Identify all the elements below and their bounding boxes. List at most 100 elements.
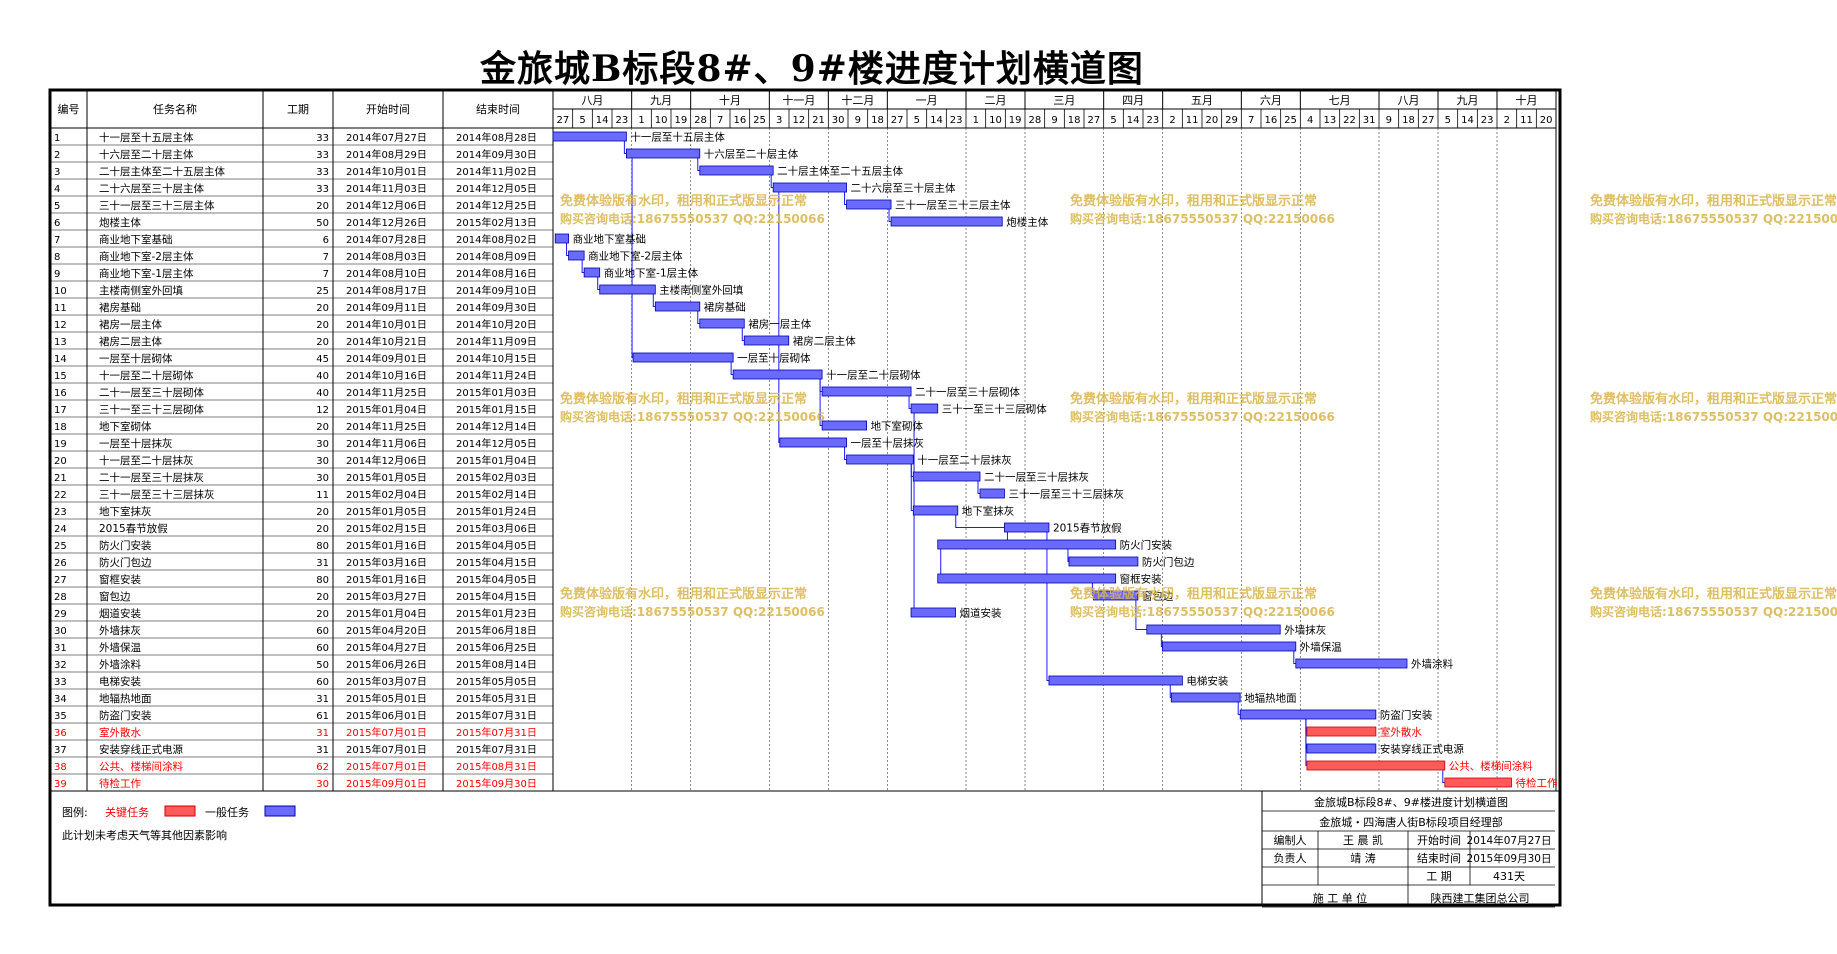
bar-label: 窗包边	[1142, 590, 1174, 603]
task-no: 35	[54, 711, 67, 722]
dependency-link	[697, 311, 700, 324]
watermark: 免费体验版有水印，租用和正式版显示正常 购买咨询电话:18675550537 QQ…	[560, 193, 1837, 619]
day-label: 5	[914, 115, 920, 126]
task-duration: 40	[316, 371, 329, 382]
day-label: 29	[1225, 115, 1238, 126]
task-no: 32	[54, 660, 67, 671]
task-name: 电梯安装	[99, 675, 141, 688]
task-end: 2015年02月03日	[456, 471, 537, 484]
watermark-line1: 免费体验版有水印，租用和正式版显示正常	[1590, 586, 1837, 602]
task-duration: 61	[316, 711, 329, 722]
task-name: 裙房一层主体	[99, 318, 162, 331]
dependency-link	[888, 209, 892, 222]
day-label: 9	[855, 115, 861, 126]
task-duration: 60	[316, 643, 329, 654]
task-start: 2015年01月04日	[346, 403, 427, 416]
info-title: 金旅城B标段8#、9#楼进度计划横道图	[1314, 795, 1508, 809]
task-end: 2015年01月03日	[456, 386, 537, 399]
day-label: 2	[1169, 115, 1175, 126]
day-label: 16	[733, 115, 746, 126]
task-name: 窗包边	[99, 590, 131, 603]
info-unit-label: 施 工 单 位	[1313, 891, 1368, 905]
day-label: 5	[1445, 115, 1451, 126]
task-duration: 60	[316, 626, 329, 637]
info-duration-label: 工 期	[1426, 870, 1452, 883]
month-label: 十一月	[782, 93, 815, 107]
month-label: 十二月	[841, 93, 874, 107]
day-label: 7	[1248, 115, 1254, 126]
day-label: 3	[776, 115, 782, 126]
task-name: 地下室砌体	[99, 420, 152, 433]
legend-note: 此计划未考虑天气等其他因素影响	[62, 828, 227, 842]
day-label: 18	[871, 115, 884, 126]
task-no: 25	[54, 541, 67, 552]
task-duration: 31	[316, 694, 329, 705]
header-start: 开始时间	[366, 102, 410, 116]
month-label: 四月	[1122, 94, 1144, 107]
task-bar	[732, 369, 823, 380]
task-duration: 50	[316, 218, 329, 229]
task-name: 商业地下室基础	[99, 233, 173, 246]
task-duration: 60	[316, 677, 329, 688]
day-label: 10	[989, 115, 1002, 126]
bar-label: 商业地下室基础	[573, 233, 647, 246]
task-end: 2015年08月31日	[456, 760, 537, 773]
day-label: 27	[891, 115, 904, 126]
task-end: 2014年12月14日	[456, 420, 537, 433]
task-bar	[583, 267, 601, 278]
dependency-link	[1293, 651, 1296, 664]
bar-label: 三十一层至三十三层主体	[895, 199, 1011, 212]
task-bar	[568, 250, 585, 261]
month-label: 八月	[581, 94, 603, 107]
bar-label: 裙房二层主体	[793, 335, 856, 348]
task-end: 2014年12月25日	[456, 199, 537, 212]
task-end: 2014年11月24日	[456, 369, 537, 382]
dependency-link	[741, 328, 745, 341]
task-end: 2014年10月15日	[456, 352, 537, 365]
task-no: 24	[54, 524, 67, 535]
task-name: 外墙保温	[99, 641, 141, 654]
day-label: 7	[717, 115, 723, 126]
task-no: 11	[54, 303, 67, 314]
task-start: 2014年10月16日	[346, 369, 427, 382]
watermark-line2: 购买咨询电话:18675550537 QQ:22150066	[560, 409, 825, 424]
task-name: 安装穿线正式电源	[99, 743, 183, 756]
task-bar	[1093, 590, 1139, 601]
task-name: 二十层主体至二十五层主体	[99, 165, 225, 178]
task-duration: 80	[316, 541, 329, 552]
info-start-label: 开始时间	[1417, 833, 1461, 847]
task-no: 9	[54, 269, 60, 280]
task-start: 2014年07月28日	[346, 233, 427, 246]
task-duration: 20	[316, 507, 329, 518]
watermark-line2: 购买咨询电话:18675550537 QQ:22150066	[560, 211, 825, 226]
task-start: 2015年04月27日	[346, 641, 427, 654]
task-start: 2014年08月03日	[346, 250, 427, 263]
bar-label: 二十层主体至二十五层主体	[777, 165, 903, 178]
legend-critical-swatch	[164, 805, 196, 817]
month-label: 三月	[1053, 94, 1075, 107]
watermark-line2: 购买咨询电话:18675550537 QQ:22150066	[1070, 409, 1335, 424]
task-duration: 11	[316, 490, 329, 501]
task-start: 2015年01月05日	[346, 471, 427, 484]
task-end: 2014年08月09日	[456, 250, 537, 263]
bar-label: 防火门安装	[1120, 539, 1173, 552]
gantt-bars: 十一层至十五层主体十六层至二十层主体二十层主体至二十五层主体二十六层至三十层主体…	[552, 131, 1558, 790]
month-label: 九月	[1457, 94, 1479, 107]
day-label: 4	[1307, 115, 1313, 126]
task-end: 2014年11月09日	[456, 335, 537, 348]
day-label: 30	[832, 115, 845, 126]
task-start: 2015年03月16日	[346, 556, 427, 569]
task-no: 2	[54, 150, 60, 161]
watermark-line1: 免费体验版有水印，租用和正式版显示正常	[1070, 586, 1317, 602]
task-end: 2015年08月14日	[456, 658, 537, 671]
day-label: 18	[1068, 115, 1081, 126]
task-bar	[910, 607, 956, 618]
task-duration: 62	[316, 762, 329, 773]
month-label: 九月	[650, 94, 672, 107]
task-no: 8	[54, 252, 60, 263]
task-end: 2015年01月24日	[456, 505, 537, 518]
task-start: 2014年11月25日	[346, 420, 427, 433]
task-end: 2014年12月05日	[456, 182, 537, 195]
task-duration: 20	[316, 320, 329, 331]
